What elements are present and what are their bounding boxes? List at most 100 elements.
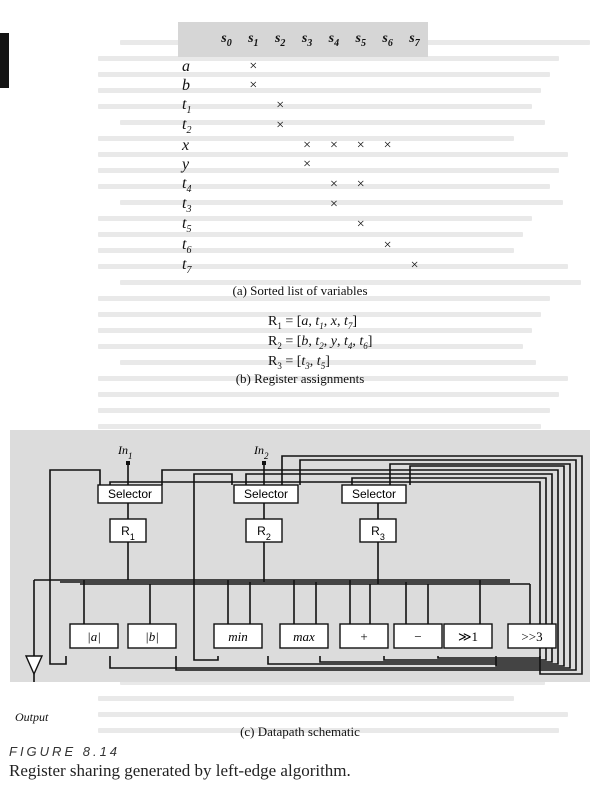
- functional-unit-box: [279, 623, 329, 649]
- register-assignment-line: R3 = [t3, t5]: [268, 353, 330, 371]
- lifetime-cell: [267, 195, 294, 215]
- lifetime-cell: [401, 136, 428, 155]
- variable-name: x: [182, 136, 190, 154]
- lifetime-cell: [213, 215, 240, 235]
- figure-title: Register sharing generated by left-edge …: [9, 761, 351, 780]
- table-row: t4××: [178, 175, 428, 195]
- lifetime-cell: [267, 156, 294, 175]
- lifetime-cell: [267, 136, 294, 155]
- variable-name: t6: [182, 235, 192, 256]
- lifetime-cell: [240, 236, 267, 256]
- lifetime-cell: [347, 76, 374, 95]
- lifetime-cell: [267, 215, 294, 235]
- lifetime-cell: ×: [276, 118, 285, 134]
- lifetime-cell: [320, 116, 347, 136]
- functional-unit-box: [507, 623, 557, 649]
- functional-unit-label: ≫1: [458, 629, 478, 644]
- selector-box: [97, 484, 163, 504]
- selector-label: Selector: [108, 487, 152, 501]
- sorted-column-header: s3: [293, 22, 321, 57]
- lifetime-cell: [294, 116, 321, 136]
- lifetime-cell: ×: [383, 137, 392, 153]
- register-box: [359, 518, 397, 543]
- lifetime-cell: [347, 116, 374, 136]
- table-row: b×: [178, 76, 428, 95]
- variable-name: t1: [182, 95, 192, 116]
- in1-label: In1: [117, 443, 133, 461]
- feedback-7: [409, 465, 565, 667]
- lifetime-cell: ×: [329, 197, 338, 213]
- lifetime-cell: [294, 96, 321, 116]
- lifetime-cell: [320, 156, 347, 175]
- register-box: [245, 518, 283, 543]
- lifetime-cell: ×: [329, 177, 338, 193]
- lifetime-cell: [374, 96, 401, 116]
- lifetime-cell: ×: [410, 257, 419, 273]
- feedback-5: [351, 477, 547, 661]
- lifetime-cell: [347, 96, 374, 116]
- output-label: Output: [15, 710, 49, 724]
- ghost-line: [98, 424, 541, 429]
- lifetime-cell: [240, 116, 267, 136]
- lifetime-cell: [213, 136, 240, 155]
- sorted-column-header: s5: [347, 22, 375, 57]
- lifetime-cell: [213, 175, 240, 195]
- lifetime-cell: [401, 195, 428, 215]
- lifetime-cell: [347, 256, 374, 276]
- functional-unit-label: |a|: [87, 629, 101, 644]
- sorted-table-corner: [178, 22, 214, 57]
- caption-register-assignments: (b) Register assignments: [235, 371, 365, 386]
- lifetime-cell: [267, 76, 294, 95]
- functional-unit-label: +: [360, 629, 367, 644]
- lifetime-cell: [240, 156, 267, 175]
- lifetime-cell: ×: [303, 157, 311, 173]
- lifetime-cell: [374, 76, 401, 95]
- feedback-2: [175, 459, 577, 671]
- lifetime-cell: [213, 256, 240, 276]
- lifetime-cell: [401, 116, 428, 136]
- lifetime-cell: [213, 116, 240, 136]
- lifetime-cell: [374, 215, 401, 235]
- functional-unit-label: max: [293, 629, 315, 644]
- variable-name: y: [182, 156, 190, 174]
- table-row: y×: [178, 156, 428, 175]
- lifetime-cell: [294, 76, 321, 95]
- feedback-1: [109, 463, 571, 669]
- lifetime-cell: [347, 156, 374, 175]
- lifetime-cell: [294, 175, 321, 195]
- functional-unit-box: [339, 623, 389, 649]
- functional-unit-box: [127, 623, 177, 649]
- lifetime-cell: ×: [249, 58, 258, 74]
- register-assignments: R1 = [a, t1, x, t7]R2 = [b, t2, y, t4, t…: [268, 314, 372, 373]
- lifetime-cell: [320, 215, 347, 235]
- lifetime-cell: [374, 57, 401, 76]
- feedback-3: [161, 469, 559, 665]
- lifetime-cell: [374, 256, 401, 276]
- functional-unit-label: >>3: [521, 629, 542, 644]
- lifetime-cell: [213, 195, 240, 215]
- functional-unit-box: [443, 623, 493, 649]
- lifetime-cell: [240, 136, 267, 155]
- lifetime-cell: [401, 236, 428, 256]
- lifetime-cell: [320, 96, 347, 116]
- lifetime-cell: [374, 175, 401, 195]
- register-assignment-line: R1 = [a, t1, x, t7]: [268, 314, 358, 331]
- ghost-line: [98, 408, 550, 413]
- table-row: x××××: [178, 136, 428, 155]
- lifetime-cell: [401, 57, 428, 76]
- in1-terminal: [126, 461, 130, 465]
- functional-unit-box: [213, 623, 263, 649]
- in2-label: In2: [253, 443, 269, 461]
- variable-name: t3: [182, 195, 192, 216]
- lifetime-cell: ×: [276, 97, 285, 113]
- selector-box: [233, 484, 299, 504]
- lifetime-cell: [294, 215, 321, 235]
- lifetime-cell: [347, 57, 374, 76]
- lifetime-cell: [240, 175, 267, 195]
- functional-unit-label: |b|: [145, 629, 159, 644]
- lifetime-cell: [320, 76, 347, 95]
- lifetime-cell: [213, 96, 240, 116]
